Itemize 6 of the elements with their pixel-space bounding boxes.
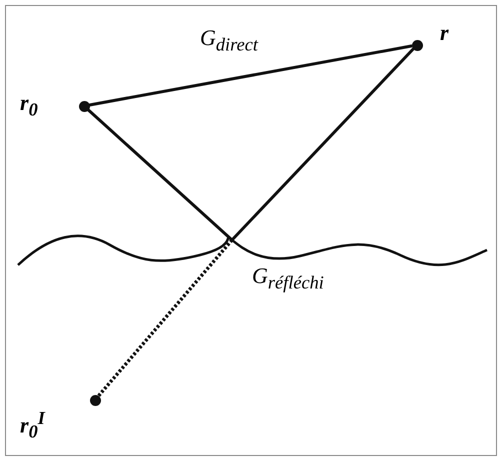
dotted-line [96, 238, 234, 398]
point-label: r$_{0}$ [20, 92, 38, 119]
point-label: r [440, 22, 449, 44]
connector-line [88, 44, 412, 107]
wavy-surface-line [17, 234, 488, 266]
connector-line [86, 108, 233, 242]
